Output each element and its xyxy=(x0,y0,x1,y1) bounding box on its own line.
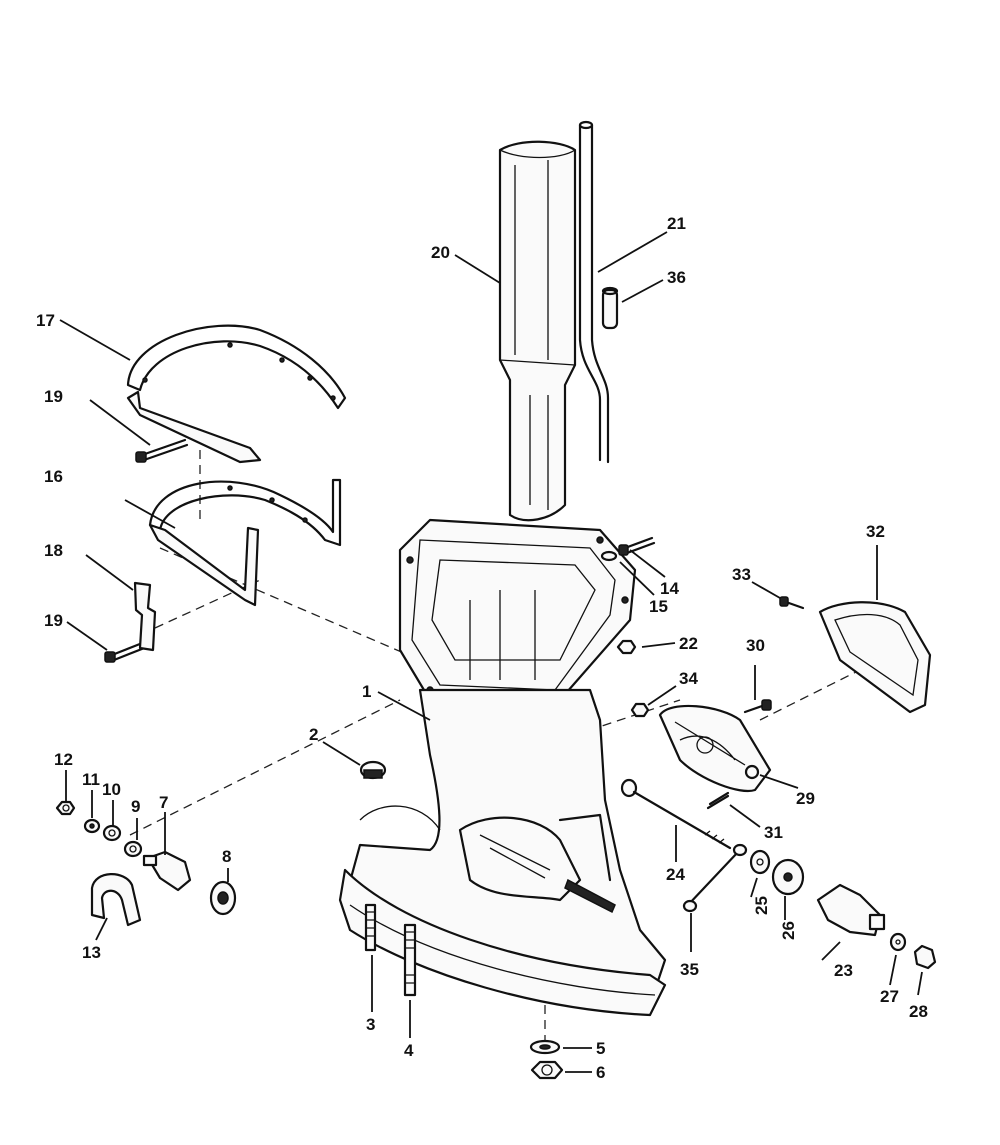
washer-part-26 xyxy=(771,858,805,896)
callout-16: 16 xyxy=(44,467,63,486)
washer-part-10 xyxy=(102,824,122,842)
callout-25: 25 xyxy=(752,896,771,915)
callout-7: 7 xyxy=(159,793,168,812)
callout-18: 18 xyxy=(44,541,63,560)
callout-36: 36 xyxy=(667,268,686,287)
nut-part-34 xyxy=(630,702,650,718)
callout-23: 23 xyxy=(834,961,853,980)
callout-21: 21 xyxy=(667,214,686,233)
exhaust-tube-part xyxy=(498,140,577,522)
callout-3: 3 xyxy=(366,1015,375,1034)
callout-14: 14 xyxy=(660,579,679,598)
washer-part-25 xyxy=(749,849,771,875)
washer-part-5 xyxy=(529,1039,561,1055)
washer-part-11 xyxy=(83,818,101,834)
washer-part-27 xyxy=(889,932,907,952)
callout-2: 2 xyxy=(309,725,318,744)
stud-part-4 xyxy=(403,923,417,997)
callout-31: 31 xyxy=(764,823,783,842)
callout-34: 34 xyxy=(679,669,698,688)
sleeve-part xyxy=(601,286,619,330)
bracket-part-29 xyxy=(658,704,772,793)
callout-12: 12 xyxy=(54,750,73,769)
callout-19-upper: 19 xyxy=(44,387,63,406)
callout-13: 13 xyxy=(82,943,101,962)
callout-4: 4 xyxy=(404,1041,414,1060)
callout-30: 30 xyxy=(746,636,765,655)
mount-washer-part-8 xyxy=(209,880,237,916)
washer-part-9 xyxy=(123,840,143,858)
upper-seal-part xyxy=(126,324,347,464)
callout-5: 5 xyxy=(596,1039,605,1058)
callout-20: 20 xyxy=(431,243,450,262)
mount-part-23 xyxy=(816,883,886,937)
nut-part-12 xyxy=(55,800,76,816)
callout-9: 9 xyxy=(131,797,140,816)
callout-10: 10 xyxy=(102,780,121,799)
callout-11: 11 xyxy=(82,770,100,789)
retainer-part xyxy=(133,581,157,652)
callout-19-lower: 19 xyxy=(44,611,63,630)
screw-part-upper xyxy=(135,438,189,463)
callout-labels: 1 2 3 4 5 6 7 8 9 10 11 12 13 14 15 16 1… xyxy=(36,214,928,1082)
callout-26: 26 xyxy=(779,921,798,940)
callout-1: 1 xyxy=(362,682,371,701)
water-tube-part xyxy=(578,120,610,464)
driveshaft-housing-part xyxy=(338,518,667,1017)
lower-seal-part xyxy=(148,478,342,607)
callout-35: 35 xyxy=(680,960,699,979)
callout-8: 8 xyxy=(222,847,231,866)
link-part-35 xyxy=(682,843,748,913)
callout-24: 24 xyxy=(666,865,685,884)
callout-29: 29 xyxy=(796,789,815,808)
callout-17: 17 xyxy=(36,311,55,330)
cover-part-32 xyxy=(818,601,932,714)
callout-6: 6 xyxy=(596,1063,605,1082)
leader-lines xyxy=(59,231,923,1073)
screw-part-14 xyxy=(618,536,656,556)
callout-27: 27 xyxy=(880,987,899,1006)
callout-15: 15 xyxy=(649,597,668,616)
mount-part-7 xyxy=(142,850,192,892)
callout-32: 32 xyxy=(866,522,885,541)
stud-part-3 xyxy=(364,903,377,952)
cap-nut-part-28 xyxy=(913,944,937,970)
nut-part-6 xyxy=(530,1060,564,1080)
bolt-part-24 xyxy=(620,778,732,850)
screw-part-33 xyxy=(779,596,805,610)
callout-28: 28 xyxy=(909,1002,928,1021)
washer-part-15 xyxy=(600,550,618,562)
screw-part-30 xyxy=(743,699,772,714)
callout-22: 22 xyxy=(679,634,698,653)
mount-cover-part-13 xyxy=(90,873,142,927)
nut-part-22 xyxy=(616,639,637,655)
callout-33: 33 xyxy=(732,565,751,584)
spring-pin-part-31 xyxy=(706,791,730,810)
plug-part xyxy=(359,760,387,780)
